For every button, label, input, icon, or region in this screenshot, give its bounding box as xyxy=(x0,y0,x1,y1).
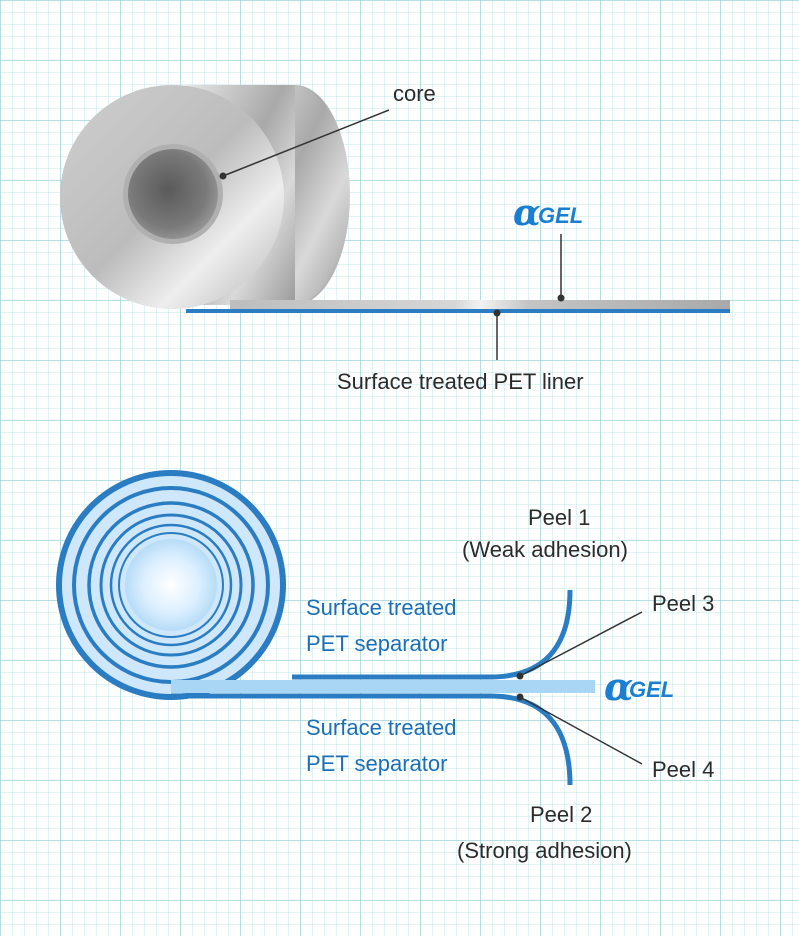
alpha-symbol: α xyxy=(513,192,541,234)
core xyxy=(128,149,218,239)
peel1-title: Peel 1 xyxy=(528,505,590,530)
roll-ring xyxy=(87,501,255,669)
peel2-note: (Strong adhesion) xyxy=(457,838,632,863)
top-separator-film xyxy=(292,589,573,680)
gel-leader-dot xyxy=(557,294,565,302)
alpha-symbol: α xyxy=(604,664,633,709)
core-leader-line xyxy=(222,109,390,177)
roll-ring xyxy=(99,513,243,657)
roll-ring xyxy=(118,532,224,638)
gel-logo-text: GEL xyxy=(629,677,674,702)
top-roll xyxy=(60,85,350,309)
peel3-leader-line xyxy=(519,611,643,677)
roll-center xyxy=(125,539,217,631)
peel2-title: Peel 2 xyxy=(530,802,592,827)
bottom-separator-film xyxy=(489,693,573,786)
separator-top-label-line2: PET separator xyxy=(306,631,447,656)
roll-ring xyxy=(109,523,233,647)
gel-strip xyxy=(171,680,595,693)
alphagel-logo-top: α GEL xyxy=(513,192,583,234)
separator-top-label-line1: Surface treated xyxy=(306,595,456,620)
separator-bottom-label-line2: PET separator xyxy=(306,751,447,776)
separator-bottom-label-line1: Surface treated xyxy=(306,715,456,740)
peel1-note: (Weak adhesion) xyxy=(462,537,628,562)
core-label: core xyxy=(393,81,436,106)
peel4-label: Peel 4 xyxy=(652,757,714,782)
peel4-leader-line xyxy=(519,696,643,765)
liner-label: Surface treated PET liner xyxy=(337,369,584,394)
pet-liner-line xyxy=(186,309,730,313)
gel-logo-text: GEL xyxy=(538,203,583,228)
peel3-label: Peel 3 xyxy=(652,591,714,616)
bottom-roll xyxy=(56,470,286,700)
gel-sheet xyxy=(230,300,730,310)
alphagel-logo-bottom: α GEL xyxy=(604,664,674,709)
